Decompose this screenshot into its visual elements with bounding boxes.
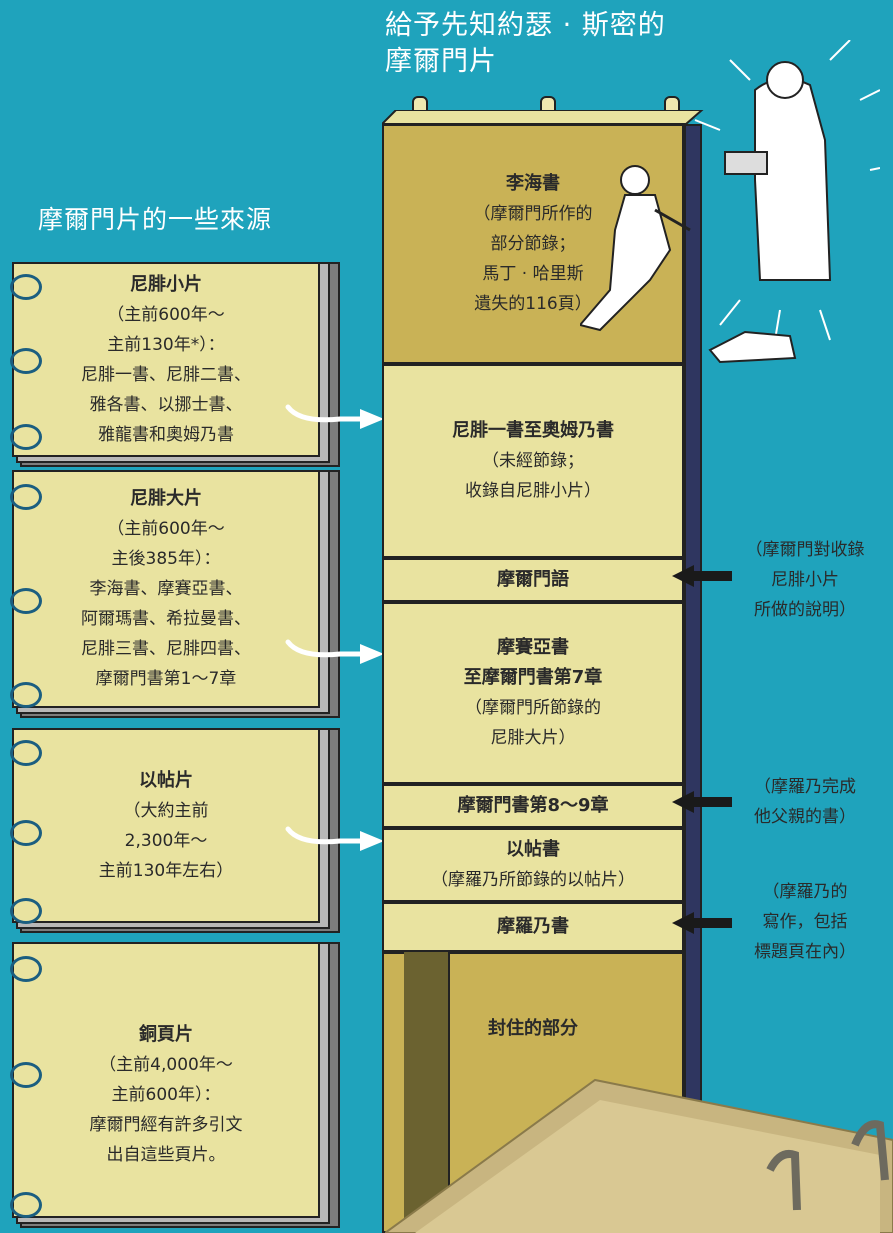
source-brass-plates: 銅頁片 （主前4,000年～ 主前600年）： 摩爾門經有許多引文 出自這些頁片…	[10, 942, 340, 1228]
plate-line: 尼腓大片）	[490, 728, 576, 748]
binder-ring-icon	[10, 820, 42, 846]
note-arrow-icon	[672, 791, 732, 813]
note-line: 寫作，包括	[762, 912, 848, 932]
note-line: （摩爾門對收錄	[745, 540, 865, 560]
source-large-plates: 尼腓大片 （主前600年～ 主後385年）： 李海書、摩賽亞書、 阿爾瑪書、希拉…	[10, 470, 340, 718]
source-name: 銅頁片	[139, 1024, 193, 1045]
source-name: 尼腓小片	[130, 273, 202, 295]
source-line: （主前4,000年～	[99, 1055, 233, 1075]
plate-line: （摩爾門所作的	[473, 204, 593, 224]
source-line: 李海書、摩賽亞書、	[89, 579, 243, 599]
source-line: 主前130年*）：	[107, 334, 225, 355]
source-line: 摩爾門經有許多引文	[89, 1115, 243, 1135]
source-line: 雅龍書和奧姆乃書	[98, 424, 234, 445]
source-line: 尼腓一書、尼腓二書、	[81, 364, 251, 385]
note-mormon8-9: （摩羅乃完成 他父親的書）	[720, 772, 890, 832]
note-line: 他父親的書）	[754, 807, 856, 827]
source-line: （大約主前	[123, 800, 209, 821]
source-name: 尼腓大片	[130, 488, 202, 509]
top-title-line-1: 給予先知約瑟 ‧ 斯密的	[385, 10, 666, 41]
joseph-smith-angel-illustration	[580, 40, 880, 364]
plate-mosiah-mormon7: 摩賽亞書 至摩爾門書第7章 （摩爾門所節錄的 尼腓大片）	[382, 602, 684, 784]
note-moroni: （摩羅乃的 寫作，包括 標題頁在內）	[720, 877, 890, 967]
plate-title-2: 至摩爾門書第7章	[463, 667, 603, 688]
plate-mormon8-9: 摩爾門書第8～9章	[382, 784, 684, 828]
plate-line: 遺失的116頁）	[474, 294, 592, 314]
plate-ether: 以帖書 （摩羅乃所節錄的以帖片）	[382, 828, 684, 902]
source-name: 以帖片	[139, 769, 193, 791]
source-line: 阿爾瑪書、希拉曼書、	[81, 609, 251, 629]
source-line: 摩爾門書第1～7章	[95, 669, 237, 689]
note-line: （摩羅乃完成	[754, 777, 856, 797]
binder-ring-icon	[10, 348, 42, 374]
binder-ring-icon	[10, 484, 42, 510]
left-title: 摩爾門片的一些來源	[38, 205, 273, 234]
note-line: 尼腓小片	[771, 570, 839, 590]
top-title: 給予先知約瑟 ‧ 斯密的 摩爾門片	[385, 8, 715, 80]
binder-ring-icon	[10, 956, 42, 982]
note-words-of-mormon: （摩爾門對收錄 尼腓小片 所做的說明）	[720, 535, 890, 625]
source-line: 主前600年）：	[111, 1085, 221, 1105]
source-small-plates: 尼腓小片 （主前600年～ 主前130年*）： 尼腓一書、尼腓二書、 雅各書、以…	[10, 262, 340, 467]
note-arrow-icon	[672, 912, 732, 934]
plate-line: （摩羅乃所節錄的以帖片）	[431, 870, 635, 890]
top-title-line-2: 摩爾門片	[385, 46, 497, 77]
note-line: （摩羅乃的	[762, 882, 848, 902]
plate-line: （摩爾門所節錄的	[465, 698, 601, 718]
binder-ring-icon	[10, 682, 42, 708]
binder-ring-icon	[10, 740, 42, 766]
note-line: 標題頁在內）	[754, 942, 856, 962]
note-arrow-icon	[672, 565, 732, 587]
binder-ring-icon	[10, 1192, 42, 1218]
plate-line: 部分節錄；	[490, 234, 576, 254]
plate-1nephi-omni: 尼腓一書至奧姆乃書 （未經節錄； 收錄自尼腓小片）	[382, 364, 684, 558]
binder-ring-icon	[10, 424, 42, 450]
binder-ring-icon	[10, 588, 42, 614]
source-line: （主前600年～	[107, 304, 225, 325]
source-line: 主後385年）：	[111, 549, 221, 569]
source-line: 出自這些頁片。	[106, 1145, 226, 1165]
plate-words-of-mormon: 摩爾門語	[382, 558, 684, 602]
source-line: 雅各書、以挪士書、	[89, 394, 243, 415]
plate-line: 馬丁 · 哈里斯	[482, 264, 584, 284]
source-line: （主前600年～	[107, 519, 225, 539]
plate-line: （未經節錄；	[482, 451, 584, 471]
source-arrow-icon	[285, 404, 384, 429]
plate-title: 封住的部分	[488, 1018, 578, 1039]
plate-title: 摩爾門書第8～9章	[457, 795, 609, 816]
source-line: 2,300年～	[124, 830, 208, 851]
plate-title: 尼腓一書至奧姆乃書	[452, 420, 614, 441]
plate-title: 以帖書	[506, 839, 560, 860]
plate-title: 李海書	[506, 173, 560, 194]
binder-ring-icon	[10, 898, 42, 924]
sealed-band	[404, 952, 450, 1233]
source-arrow-icon	[285, 826, 384, 851]
plate-moroni: 摩羅乃書	[382, 902, 684, 952]
plate-title: 摩羅乃書	[497, 916, 569, 937]
plates-photo	[385, 1078, 893, 1233]
source-line: 尼腓三書、尼腓四書、	[81, 639, 251, 659]
plate-title: 摩賽亞書	[497, 637, 569, 658]
binder-ring-icon	[10, 1062, 42, 1088]
source-arrow-icon	[285, 639, 384, 664]
note-line: 所做的說明）	[754, 600, 856, 620]
source-line: 主前130年左右）	[98, 860, 234, 881]
binder-ring-icon	[10, 274, 42, 300]
plate-line: 收錄自尼腓小片）	[465, 481, 601, 501]
plate-title: 摩爾門語	[497, 569, 569, 590]
